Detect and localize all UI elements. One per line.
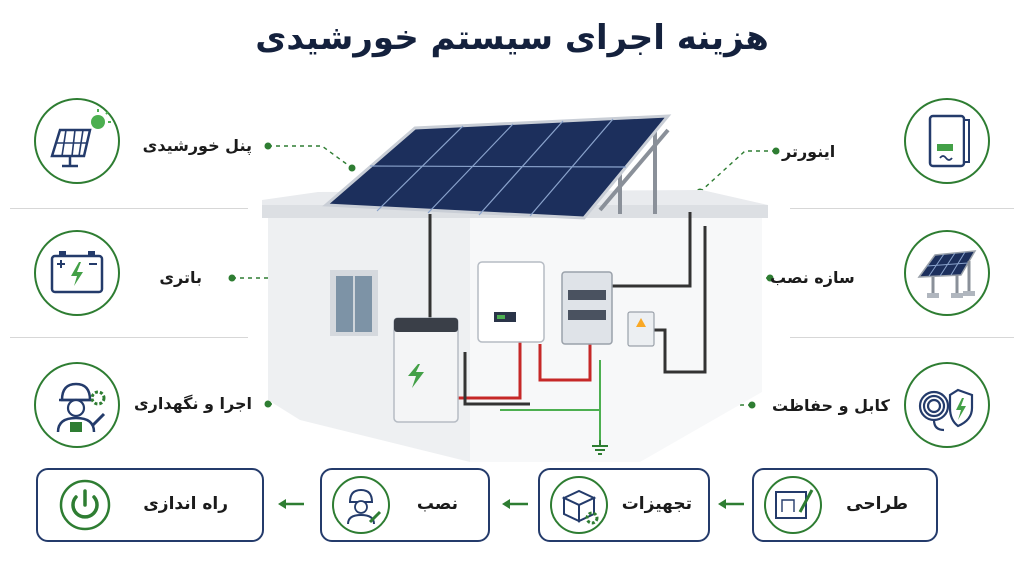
blueprint-icon [775,489,814,519]
battery-label: باتری [159,268,202,287]
step-installation-label: نصب [416,494,458,514]
battery-icon-circle [34,230,120,316]
battery-icon [50,251,104,294]
equipment-box-icon-circle [550,476,608,534]
installer-icon-circle [332,476,390,534]
inverter-icon [928,114,970,168]
step-commissioning-box: راه اندازی [36,468,264,542]
worker-icon [56,382,106,433]
power-icon-circle [56,476,114,534]
mounting-structure-icon-circle [904,230,990,316]
installer-icon [347,488,382,525]
step-design-box: طراحی [752,468,938,542]
divider-right-2 [790,337,1014,338]
step-installation-box: نصب [320,468,490,542]
power-icon [59,479,111,531]
step-design-label: طراحی [846,494,908,514]
blueprint-icon-circle [764,476,822,534]
divider-right-1 [790,208,1014,209]
solar-panel-icon-circle [34,98,120,184]
worker-icon-circle [34,362,120,448]
solar-panel-label: پنل خورشیدی [142,136,252,155]
equipment-box-icon [561,489,599,525]
mounting-structure-label: سازه نصب [770,268,855,287]
mounting-structure-icon [917,250,977,298]
cable-shield-icon-circle [904,362,990,448]
step-equipment-box: تجهیزات [538,468,710,542]
page-title: هزینه اجرای سیستم خورشیدی [255,18,769,58]
arrow-2 [500,497,530,511]
cable-protection-label: کابل و حفاظت [772,396,890,415]
inverter-label: اینورتر [782,142,836,161]
cable-shield-icon [918,388,974,432]
inverter-icon-circle [904,98,990,184]
arrow-1 [716,497,746,511]
divider-left-2 [10,337,248,338]
operation-maintenance-label: اجرا و نگهداری [133,394,252,413]
solar-panel-icon [50,109,111,168]
step-equipment-label: تجهیزات [621,494,692,514]
arrow-3 [276,497,306,511]
step-commissioning-label: راه اندازی [143,494,228,514]
divider-left-1 [10,208,248,209]
